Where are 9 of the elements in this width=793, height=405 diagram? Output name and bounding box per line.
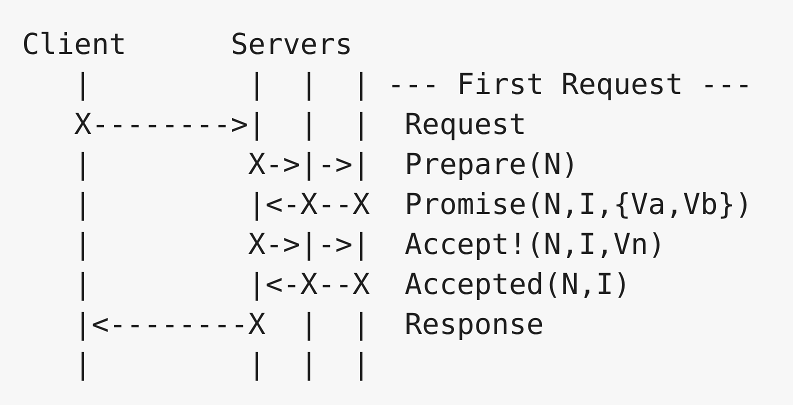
ascii-diagram-line: X-------->| | | Request	[73, 106, 526, 143]
ascii-diagram-line: | |<-X--X Promise(N,I,{Va,Vb})	[73, 186, 753, 223]
ascii-diagram-line: | | | | --- First Request ---	[73, 66, 753, 103]
ascii-diagram-line: Client Servers	[22, 26, 352, 63]
ascii-diagram-line: | X->|->| Accept!(N,I,Vn)	[73, 226, 666, 263]
ascii-diagram-line: | X->|->| Prepare(N)	[73, 146, 579, 183]
ascii-diagram-line: | | | |	[73, 346, 370, 383]
ascii-diagram-line: |<--------X | | Response	[73, 306, 544, 343]
ascii-diagram-line: | |<-X--X Accepted(N,I)	[73, 266, 631, 303]
